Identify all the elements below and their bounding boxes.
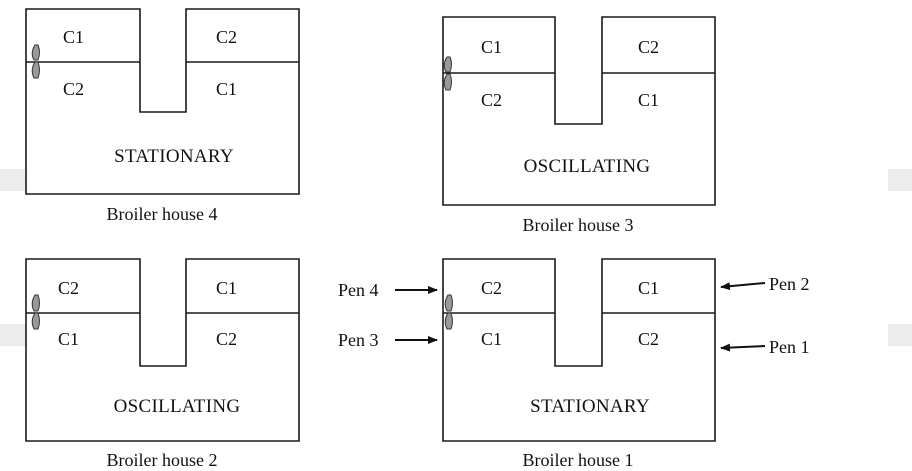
pen-label-right-bottom: C2 bbox=[216, 329, 237, 349]
broiler-house-4: C1 C2 C2 C1 STATIONARY Broiler house 4 bbox=[25, 8, 300, 224]
house-outline bbox=[25, 258, 300, 442]
fan-icon bbox=[31, 44, 40, 79]
house-outline bbox=[25, 8, 300, 195]
pen-label-left-top: C2 bbox=[481, 278, 502, 298]
pen-label-right-bottom: C2 bbox=[638, 329, 659, 349]
pen-label-left-top: C2 bbox=[58, 278, 79, 298]
pen-label-right-top: C2 bbox=[216, 27, 237, 47]
pen-2-label: Pen 2 bbox=[769, 274, 810, 294]
ventilation-mode-label: OSCILLATING bbox=[114, 396, 241, 417]
house-outline bbox=[442, 258, 716, 442]
pen-label-right-top: C1 bbox=[638, 278, 659, 298]
broiler-house-2: C2 C1 C1 C2 OSCILLATING Broiler house 2 bbox=[25, 258, 300, 470]
pen-1-arrow bbox=[720, 343, 766, 352]
pen-4-label: Pen 4 bbox=[338, 280, 379, 300]
fan-icon bbox=[444, 294, 453, 330]
pen-1-label: Pen 1 bbox=[769, 337, 810, 357]
ventilation-mode-label: STATIONARY bbox=[530, 396, 650, 417]
broiler-house-3: C1 C2 C2 C1 OSCILLATING Broiler house 3 bbox=[442, 16, 716, 235]
fan-icon bbox=[443, 56, 452, 91]
house-caption: Broiler house 1 bbox=[523, 450, 634, 470]
pen-label-left-top: C1 bbox=[481, 37, 502, 57]
pen-2-arrow bbox=[720, 282, 766, 291]
house-caption: Broiler house 2 bbox=[107, 450, 218, 470]
house-caption: Broiler house 3 bbox=[523, 215, 634, 235]
background-band bbox=[0, 169, 912, 346]
ventilation-mode-label: STATIONARY bbox=[114, 146, 234, 167]
pen-label-right-top: C1 bbox=[216, 278, 237, 298]
pen-label-left-bottom: C1 bbox=[58, 329, 79, 349]
ventilation-mode-label: OSCILLATING bbox=[524, 156, 651, 177]
broiler-house-1: C2 C1 C1 C2 STATIONARY Broiler house 1 bbox=[442, 258, 716, 470]
pen-label-right-top: C2 bbox=[638, 37, 659, 57]
pen-callouts: Pen 4 Pen 3 Pen 2 Pen 1 bbox=[338, 274, 810, 357]
pen-label-left-bottom: C2 bbox=[481, 90, 502, 110]
pen-3-label: Pen 3 bbox=[338, 330, 379, 350]
pen-label-right-bottom: C1 bbox=[638, 90, 659, 110]
house-caption: Broiler house 4 bbox=[107, 204, 218, 224]
house-outline bbox=[442, 16, 716, 206]
fan-icon bbox=[31, 294, 40, 330]
pen-label-left-top: C1 bbox=[63, 27, 84, 47]
pen-label-left-bottom: C1 bbox=[481, 329, 502, 349]
pen-label-right-bottom: C1 bbox=[216, 79, 237, 99]
pen-label-left-bottom: C2 bbox=[63, 79, 84, 99]
